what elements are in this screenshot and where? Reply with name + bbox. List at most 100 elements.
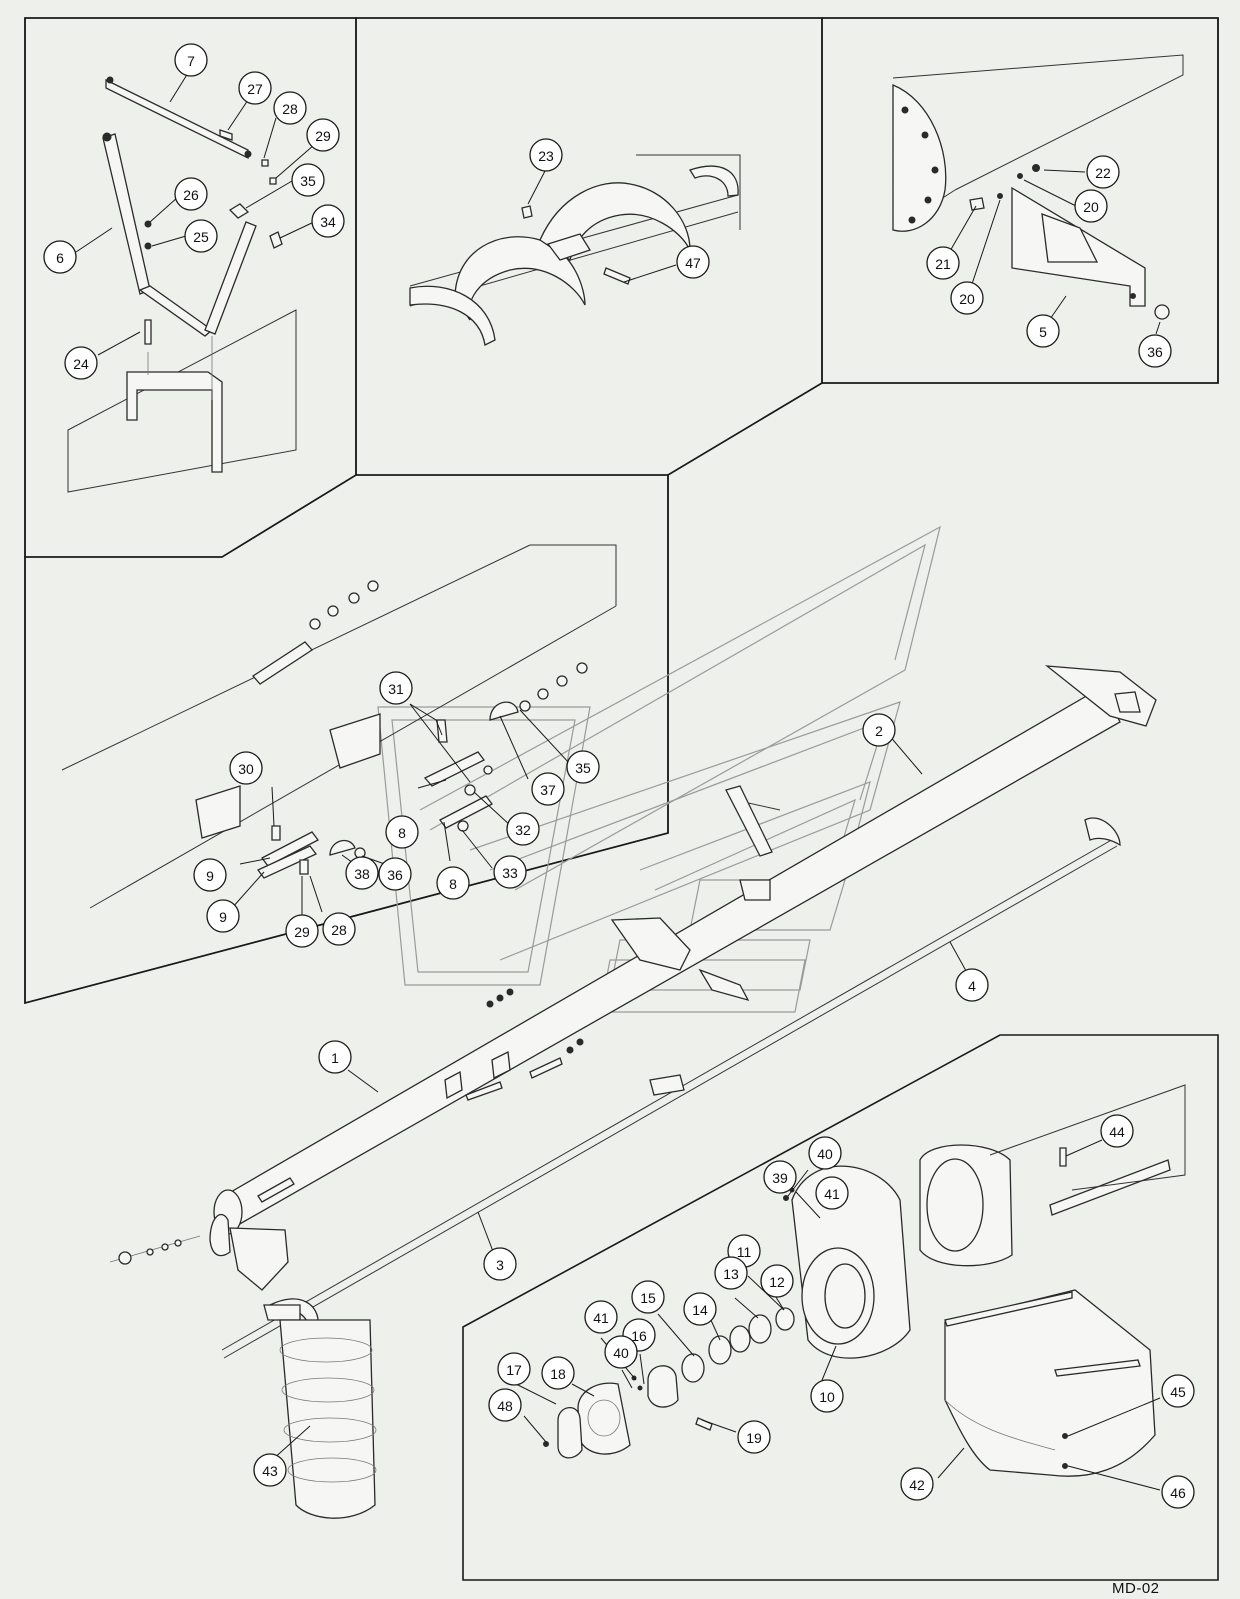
panel-hanger-detail <box>24 474 669 1005</box>
callout-circle <box>273 91 307 125</box>
callout-number: 47 <box>685 255 701 271</box>
callout-30: 30 <box>229 751 263 785</box>
callout-circle <box>955 968 989 1002</box>
callout-29: 29 <box>285 914 319 948</box>
callout-number: 15 <box>640 1290 656 1306</box>
callout-circle <box>683 1292 717 1326</box>
callout-18: 18 <box>541 1356 575 1390</box>
callout-25: 25 <box>184 219 218 253</box>
callout-number: 41 <box>824 1186 840 1202</box>
callout-24: 24 <box>64 346 98 380</box>
callout-21: 21 <box>926 246 960 280</box>
callout-28: 28 <box>273 91 307 125</box>
callout-circle <box>1161 1374 1195 1408</box>
callout-labels: 7272829263525346242347222021205363130373… <box>43 43 1195 1509</box>
callout-2: 2 <box>862 713 896 747</box>
callout-5: 5 <box>1026 314 1060 348</box>
callout-number: 8 <box>449 876 457 892</box>
callout-circle <box>174 43 208 77</box>
callout-circle <box>493 855 527 889</box>
callout-41: 41 <box>584 1300 618 1334</box>
drawing-code: MD-02 <box>1112 1580 1160 1597</box>
mount-detail-assembly <box>892 54 1184 320</box>
callout-35: 35 <box>566 750 600 784</box>
callout-number: 5 <box>1039 324 1047 340</box>
callout-number: 44 <box>1109 1124 1125 1140</box>
callout-circle <box>1086 155 1120 189</box>
callout-circle <box>311 204 345 238</box>
callout-circle <box>184 219 218 253</box>
callout-number: 35 <box>300 173 316 189</box>
leader-lines <box>75 72 1161 1491</box>
callout-number: 46 <box>1170 1485 1186 1501</box>
callout-42: 42 <box>900 1467 934 1501</box>
callout-number: 45 <box>1170 1384 1186 1400</box>
callout-number: 43 <box>262 1463 278 1479</box>
callout-34: 34 <box>311 204 345 238</box>
flight-detail-assembly <box>409 154 741 346</box>
callout-number: 22 <box>1095 165 1111 181</box>
callout-circle <box>760 1264 794 1298</box>
callout-36: 36 <box>378 857 412 891</box>
main-auger-assembly <box>109 665 1157 1519</box>
callout-circle <box>43 240 77 274</box>
panel-bracket-detail <box>24 17 357 558</box>
callout-40: 40 <box>604 1335 638 1369</box>
callout-40: 40 <box>808 1136 842 1170</box>
callout-number: 25 <box>193 229 209 245</box>
callout-8: 8 <box>385 815 419 849</box>
callout-circle <box>174 177 208 211</box>
callout-number: 20 <box>1083 199 1099 215</box>
callout-circle <box>253 1453 287 1487</box>
callout-number: 35 <box>575 760 591 776</box>
callout-36: 36 <box>1138 334 1172 368</box>
callout-48: 48 <box>488 1388 522 1422</box>
callout-number: 9 <box>219 909 227 925</box>
callout-23: 23 <box>529 138 563 172</box>
callout-4: 4 <box>955 968 989 1002</box>
callout-circle <box>808 1136 842 1170</box>
callout-45: 45 <box>1161 1374 1195 1408</box>
callout-number: 28 <box>331 922 347 938</box>
callout-circle <box>584 1300 618 1334</box>
callout-circle <box>497 1352 531 1386</box>
callout-6: 6 <box>43 240 77 274</box>
callout-35: 35 <box>291 163 325 197</box>
callout-number: 34 <box>320 214 336 230</box>
callout-number: 9 <box>206 868 214 884</box>
callout-number: 16 <box>631 1328 647 1344</box>
callout-circle <box>238 71 272 105</box>
callout-number: 7 <box>187 53 195 69</box>
callout-7: 7 <box>174 43 208 77</box>
callout-number: 41 <box>593 1310 609 1326</box>
callout-number: 6 <box>56 250 64 266</box>
callout-circle <box>1026 314 1060 348</box>
callout-46: 46 <box>1161 1475 1195 1509</box>
callout-number: 31 <box>388 681 404 697</box>
callout-41: 41 <box>815 1176 849 1210</box>
callout-44: 44 <box>1100 1114 1134 1148</box>
callout-circle <box>900 1467 934 1501</box>
callout-27: 27 <box>238 71 272 105</box>
callout-number: 4 <box>968 978 976 994</box>
callout-number: 33 <box>502 865 518 881</box>
callout-14: 14 <box>683 1292 717 1326</box>
callout-number: 40 <box>613 1345 629 1361</box>
callout-number: 2 <box>875 723 883 739</box>
bracket-assembly <box>67 76 297 493</box>
callout-circle <box>379 671 413 705</box>
callout-19: 19 <box>737 1420 771 1454</box>
callout-9: 9 <box>193 858 227 892</box>
callout-circle <box>815 1176 849 1210</box>
callout-number: 12 <box>769 1274 785 1290</box>
callout-33: 33 <box>493 855 527 889</box>
callout-number: 36 <box>1147 344 1163 360</box>
callout-29: 29 <box>306 118 340 152</box>
callout-circle <box>862 713 896 747</box>
callout-circle <box>291 163 325 197</box>
callout-circle <box>541 1356 575 1390</box>
callout-number: 11 <box>737 1244 752 1260</box>
callout-circle <box>345 856 379 890</box>
callout-number: 28 <box>282 101 298 117</box>
callout-circle <box>714 1256 748 1290</box>
